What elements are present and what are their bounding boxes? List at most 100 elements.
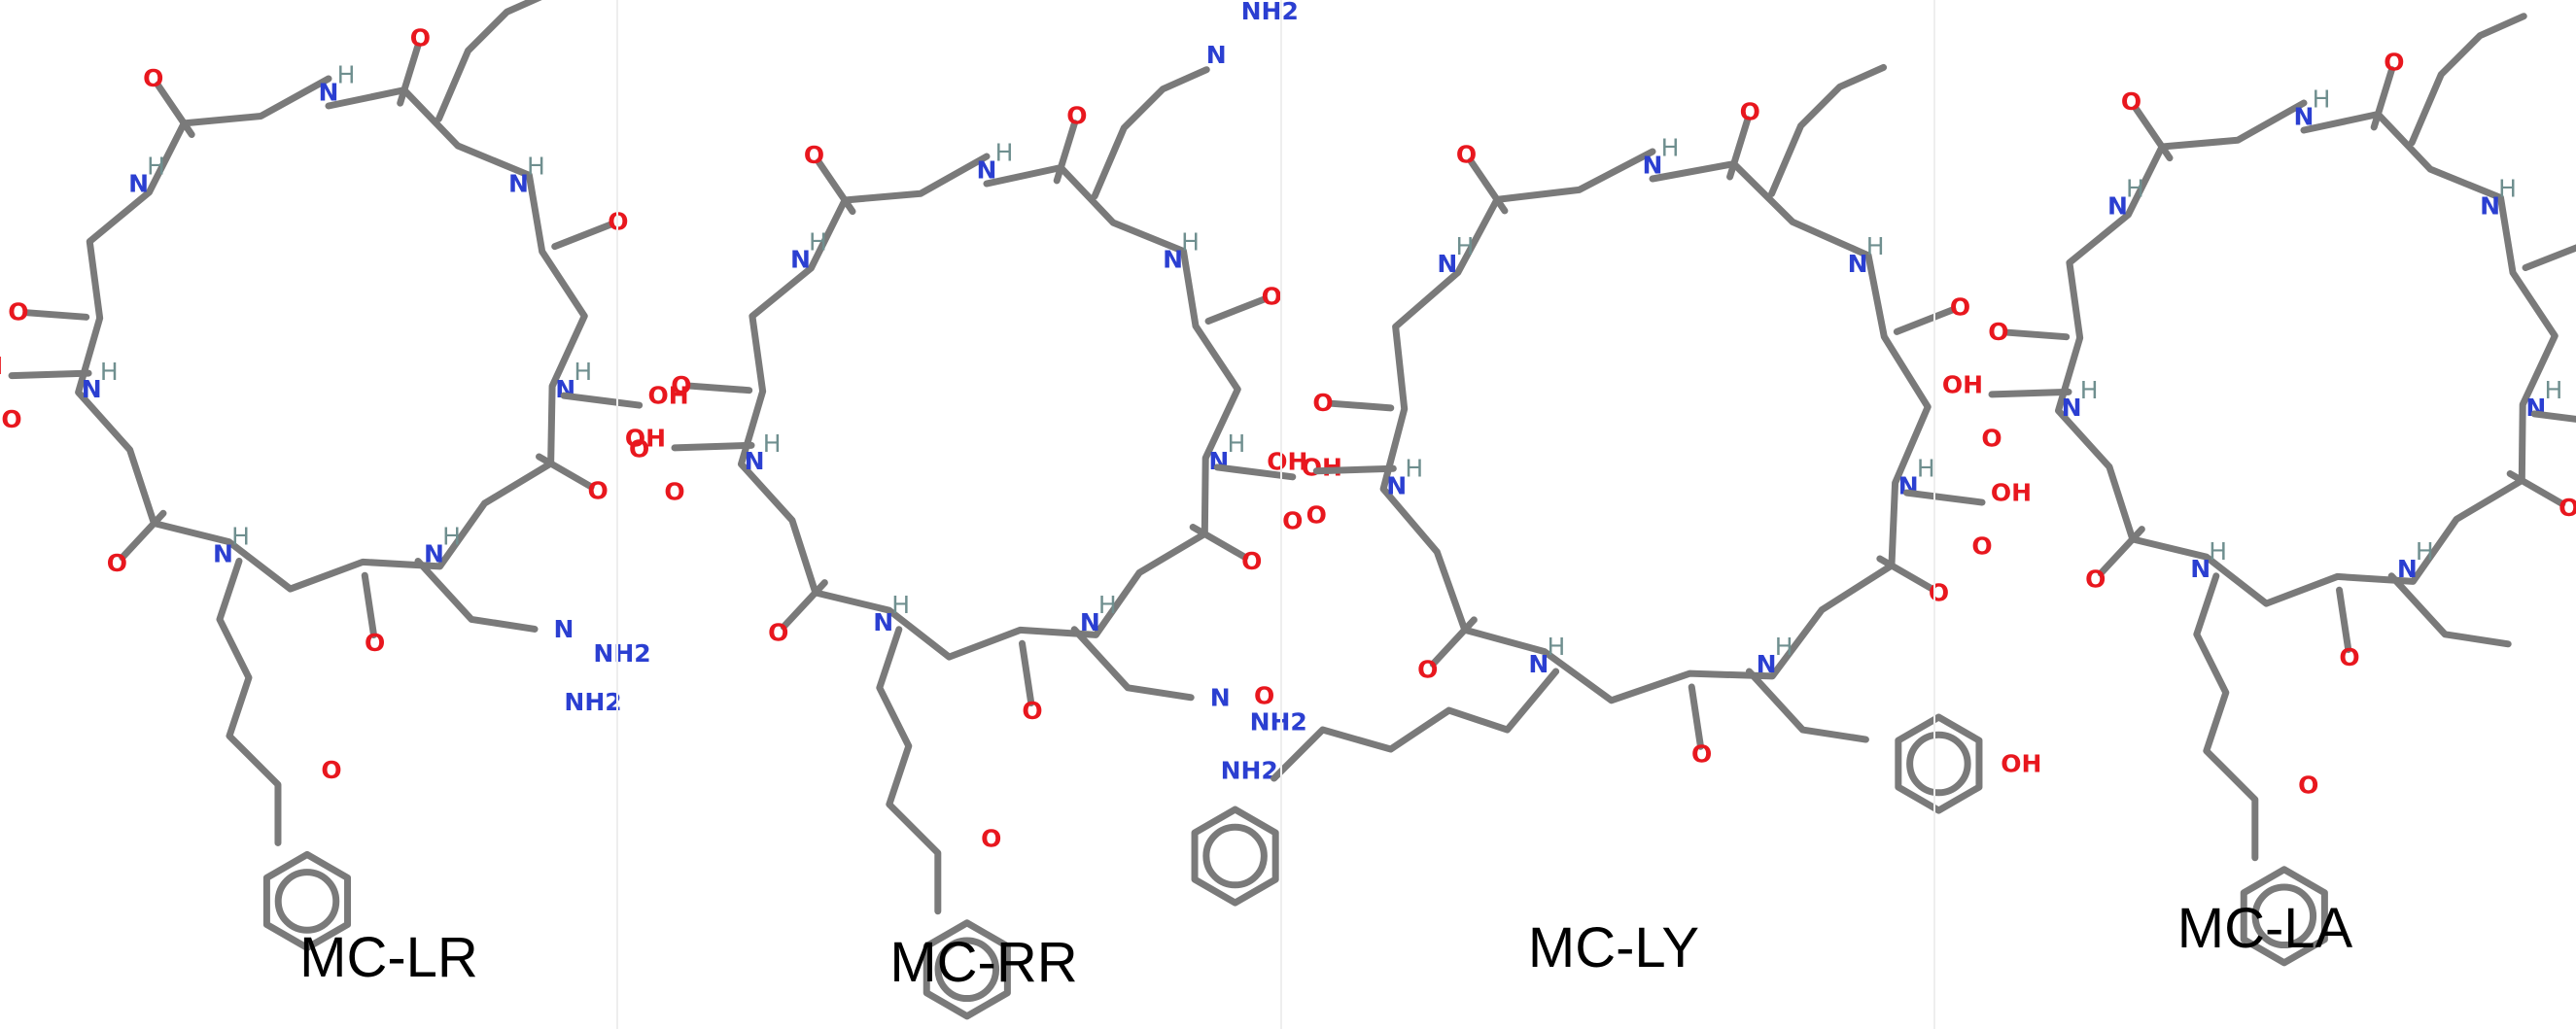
carbonyl-oxygen: O: [2559, 494, 2576, 522]
guanidine-nitrogen: N: [1206, 41, 1227, 69]
ring-nitrogen: N: [1163, 246, 1183, 274]
ring-nitrogen: N: [1848, 250, 1868, 278]
carbonyl-bond: [815, 157, 856, 216]
side-chain-bottom: [1070, 626, 1195, 702]
carbonyl-bond: [1053, 120, 1078, 185]
amide-hydrogen: H: [574, 358, 592, 386]
amide-hydrogen: H: [891, 591, 910, 619]
guanidine-nitrogen: N: [554, 615, 574, 643]
amide-hydrogen: H: [1405, 455, 1423, 483]
ring-nitrogen: N: [213, 540, 233, 568]
carbonyl-bond: [22, 309, 90, 321]
guanidine-nitrogen: N: [1210, 683, 1231, 711]
benzene-ring: [1191, 806, 1279, 907]
carbonyl-oxygen: O: [1456, 141, 1477, 169]
molecule-mc-rr: NHONHONHONHONHONHONHOOHOOHONNH2NNH2NH2OM…: [625, 0, 1342, 1020]
ring-nitrogen: N: [1080, 608, 1100, 636]
carbonyl-bond: [685, 382, 753, 394]
hydroxyl-group: OH: [648, 382, 689, 410]
macrocycle-backbone: [737, 153, 1241, 661]
hydroxyl-group: OH: [1267, 447, 1307, 475]
adda-tail: [216, 557, 282, 846]
molecule-label-mc-ly: MC-LY: [1528, 916, 1699, 979]
carbonyl-bond: [1019, 639, 1035, 707]
amide-hydrogen: H: [1098, 591, 1117, 619]
hydroxyl-group: OH: [1942, 370, 1983, 398]
carbonyl-bond: [2506, 470, 2566, 507]
macrocycle-backbone: [1379, 148, 1932, 704]
hydroxyl-group: OH: [1991, 479, 2032, 507]
amide-hydrogen: H: [2209, 537, 2227, 566]
amide-hydrogen: H: [1917, 455, 1935, 483]
carboxyl-oxygen: O: [1971, 532, 1992, 561]
molecule-label-mc-la: MC-LA: [2177, 897, 2353, 960]
carboxyl-bond: [1903, 489, 1986, 506]
methoxy-oxygen: O: [2298, 771, 2318, 799]
guanidine-amine: NH2: [1241, 0, 1299, 25]
carbonyl-oxygen: O: [8, 298, 28, 326]
ring-nitrogen: N: [873, 608, 893, 636]
aromatic-circle: [1202, 823, 1268, 889]
carbonyl-bond: [1876, 555, 1936, 593]
amide-hydrogen: H: [809, 228, 827, 257]
ring-nitrogen: N: [745, 447, 765, 475]
ring-nitrogen: N: [424, 540, 444, 568]
carbonyl-bond: [154, 81, 195, 138]
amide-hydrogen: H: [442, 523, 461, 551]
amide-hydrogen: H: [763, 429, 782, 458]
ring-nitrogen: N: [1528, 650, 1549, 678]
carboxyl-bond: [1213, 463, 1297, 481]
ring-nitrogen: N: [1643, 152, 1663, 180]
amide-hydrogen: H: [1866, 232, 1885, 260]
carboxyl-bond: [1988, 388, 2072, 398]
carbonyl-oxygen: O: [587, 477, 608, 505]
carbonyl-bond: [780, 579, 828, 631]
carbonyl-bond: [1688, 683, 1704, 750]
carbonyl-oxygen: O: [1312, 389, 1333, 417]
ring-nitrogen: N: [319, 79, 339, 107]
aromatic-circle: [1906, 731, 1971, 797]
amide-hydrogen: H: [1455, 232, 1474, 260]
carbonyl-oxygen: O: [768, 618, 788, 646]
carboxyl-bond: [671, 441, 755, 452]
macrocycle-backbone: [75, 75, 588, 593]
methoxy-oxygen: O: [981, 824, 1001, 852]
guanidine-amine: NH2: [1250, 707, 1307, 736]
amide-hydrogen: H: [1547, 633, 1565, 661]
amide-hydrogen: H: [2544, 376, 2562, 404]
amide-hydrogen: H: [995, 139, 1014, 167]
amide-hydrogen: H: [231, 523, 250, 551]
ring-nitrogen: N: [508, 170, 529, 198]
amide-hydrogen: H: [1775, 633, 1793, 661]
hydroxyl-group: OH: [625, 424, 666, 452]
carbonyl-oxygen: O: [2339, 643, 2359, 671]
ring-nitrogen: N: [2062, 394, 2082, 422]
methoxy-oxygen: O: [1254, 682, 1274, 710]
carbonyl-oxygen: O: [1262, 282, 1282, 310]
molecule-label-mc-lr: MC-LR: [299, 926, 478, 989]
guanidine-amine: NH2: [593, 639, 650, 668]
ring-nitrogen: N: [1437, 250, 1457, 278]
carbonyl-oxygen: O: [1740, 98, 1760, 126]
carbonyl-bond: [397, 42, 422, 107]
phenol-hydroxyl: OH: [2001, 750, 2041, 778]
side-chain-bottom: [2387, 572, 2512, 648]
amide-hydrogen: H: [337, 61, 356, 89]
carbonyl-oxygen: O: [1417, 656, 1438, 684]
amide-hydrogen: H: [147, 153, 165, 181]
amide-hydrogen: H: [2126, 175, 2144, 203]
aromatic-circle: [934, 937, 1000, 1003]
ring-nitrogen: N: [1757, 650, 1777, 678]
side-chain-top: [1091, 66, 1210, 200]
carbonyl-bond: [1467, 157, 1509, 215]
methoxy-oxygen: O: [321, 756, 341, 784]
amide-hydrogen: H: [1227, 429, 1245, 458]
ring-nitrogen: N: [2294, 103, 2315, 131]
carbonyl-oxygen: O: [1066, 101, 1087, 129]
carbonyl-oxygen: O: [1988, 318, 2008, 346]
carbonyl-oxygen: O: [1929, 579, 1949, 607]
carboxyl-bond: [1312, 464, 1397, 475]
carbonyl-bond: [551, 221, 614, 251]
carbonyl-bond: [2097, 526, 2145, 577]
